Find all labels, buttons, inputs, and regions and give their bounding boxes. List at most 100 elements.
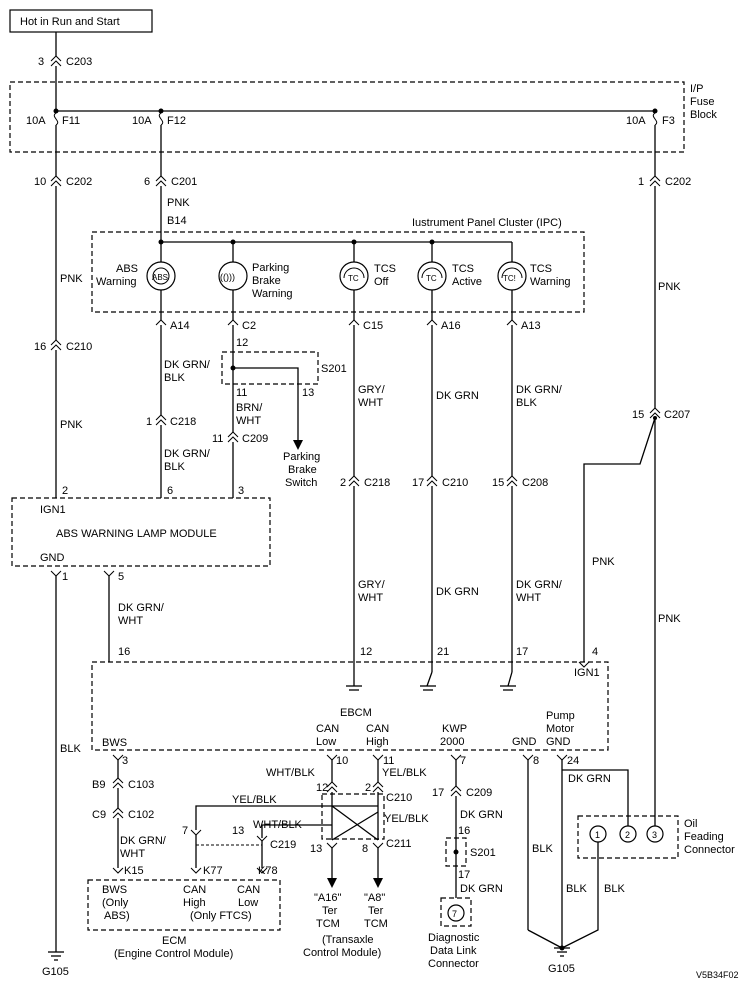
park-switch-3: Switch (285, 477, 317, 489)
tcs-off-glyph: TC (348, 274, 359, 283)
abs-module-ign: IGN1 (40, 504, 66, 516)
tcs-off-label-1: TCS (374, 263, 396, 275)
ebcm-kwp-2: 2000 (440, 736, 464, 748)
can-high-wire: YEL/BLK (382, 767, 427, 779)
tcm-a16-2: Ter (322, 905, 338, 917)
abs-out-wire-a: DK GRN/ (118, 602, 165, 614)
fuse-f12-name: F12 (167, 115, 186, 127)
kwp-splice-outline (445, 837, 467, 867)
ebcm-can-high-1: CAN (366, 723, 389, 735)
connector-c201 (155, 175, 167, 187)
abs-lamp-label-1: ABS (116, 263, 138, 275)
kwp-wire-1: DK GRN (460, 809, 503, 821)
fuse-f3-amp: 10A (626, 115, 646, 127)
ecm-can-high-2: High (183, 897, 206, 909)
tcsoff-wire-2b: WHT (358, 592, 383, 604)
connector-c210-left (50, 339, 62, 351)
connector-c202-left (50, 175, 62, 187)
ebcm-can-high-pin: 11 (383, 755, 394, 767)
park-splice-label: S201 (321, 363, 347, 375)
tcs-active-label-1: TCS (452, 263, 474, 275)
c201-label: C201 (171, 176, 197, 188)
tcsoff-wire-1a: GRY/ (358, 384, 386, 396)
right-pnk-1: PNK (658, 281, 681, 293)
c211-left-pin: 13 (310, 843, 322, 855)
park-pin-12: 12 (236, 337, 248, 349)
c202-right-pin: 1 (638, 176, 644, 188)
c219-label: C219 (270, 839, 296, 851)
dlc-label-3: Connector (428, 958, 479, 970)
pump-blk: BLK (566, 883, 587, 895)
c210-can-low-pin: 12 (316, 782, 328, 794)
ebcm-bws-pin: 3 (122, 755, 128, 767)
c210-can-label: C210 (386, 792, 412, 804)
connector-c210-can-low (326, 781, 338, 793)
ebcm-gnd-pin: 8 (533, 755, 539, 767)
dlc-pin: 7 (452, 909, 457, 919)
abs-c218-label: C218 (170, 416, 196, 428)
parking-lamp-label-3: Warning (252, 288, 293, 300)
can-splice-outline (321, 793, 385, 840)
abs-lamp-label-2: Warning (96, 276, 137, 288)
fuse-block-label-1: I/P (690, 83, 703, 95)
ecm-k78: K78 (258, 865, 278, 877)
park-c209-pin: 11 (212, 433, 223, 445)
ebcm-pin-17: 17 (516, 646, 528, 658)
parking-lamp-pin: C2 (242, 320, 256, 332)
tcsoff-c218-pin: 2 (340, 477, 346, 489)
oil-blk: BLK (604, 883, 625, 895)
fuse-f3-name: F3 (662, 115, 675, 127)
ebcm-name: EBCM (340, 707, 372, 719)
dlc-pin-icon (447, 904, 465, 922)
ecm-can-low-1: CAN (237, 884, 260, 896)
c207-pin: 15 (632, 409, 644, 421)
tcs-active-pin: A16 (441, 320, 461, 332)
ebcm-kwp-pin: 7 (460, 755, 466, 767)
abs-wire-2b: BLK (164, 461, 185, 473)
tcm-name-1: (Transaxle (322, 934, 374, 946)
bws-wire-a: DK GRN/ (120, 835, 167, 847)
connector-c218-tcsoff (348, 475, 360, 487)
parking-lamp-glyph: (())) (220, 272, 235, 282)
right-pnk-3: PNK (658, 613, 681, 625)
c209-kwp-label: C209 (466, 787, 492, 799)
tcsoff-wire-1b: WHT (358, 397, 383, 409)
park-switch-1: Parking (283, 451, 320, 463)
parking-lamp-label-1: Parking (252, 262, 289, 274)
tcs-off-label-2: Off (374, 276, 389, 288)
tcs-warning-label-1: TCS (530, 263, 552, 275)
fuse-f12 (158, 112, 164, 126)
parking-lamp-label-2: Brake (252, 275, 281, 287)
fuse-block-label-2: Fuse (690, 96, 714, 108)
tcs-off-pin: C15 (363, 320, 383, 332)
fuse-f11 (53, 112, 59, 126)
ebcm-pin-16: 16 (118, 646, 130, 658)
c210-left-label: C210 (66, 341, 92, 353)
fuse-f11-amp: 10A (26, 115, 46, 127)
ebcm-can-low-2: Low (316, 736, 336, 748)
bws-wire-b: WHT (120, 848, 145, 860)
ebcm-outline (91, 661, 609, 751)
ebcm-pump-1: Pump (546, 710, 575, 722)
can-low-wire: WHT/BLK (266, 767, 316, 779)
c203-pin: 3 (38, 56, 44, 68)
ecm-k15: K15 (124, 865, 144, 877)
s201-in-pin: 16 (458, 825, 470, 837)
c103-label: C103 (128, 779, 154, 791)
tcswarn-wire-1b: BLK (516, 397, 537, 409)
ecm-name-2: (Engine Control Module) (114, 948, 233, 960)
connector-c209-kwp (450, 785, 462, 797)
ecm-can-low-2: Low (238, 897, 258, 909)
pump-wire: DK GRN (568, 773, 611, 785)
connector-c207 (649, 407, 661, 419)
tcm-a16-1: "A16" (314, 892, 341, 904)
ebcm-gnd: GND (512, 736, 537, 748)
tcm-a8-3: TCM (364, 918, 388, 930)
kwp-wire-2: DK GRN (460, 883, 503, 895)
tcs-warning-pin: A13 (521, 320, 541, 332)
oil-pin-3: 3 (652, 830, 657, 840)
ebcm-can-low-pin: 10 (336, 755, 348, 767)
tcsoff-wire-2a: GRY/ (358, 579, 386, 591)
fuse-f12-amp: 10A (132, 115, 152, 127)
